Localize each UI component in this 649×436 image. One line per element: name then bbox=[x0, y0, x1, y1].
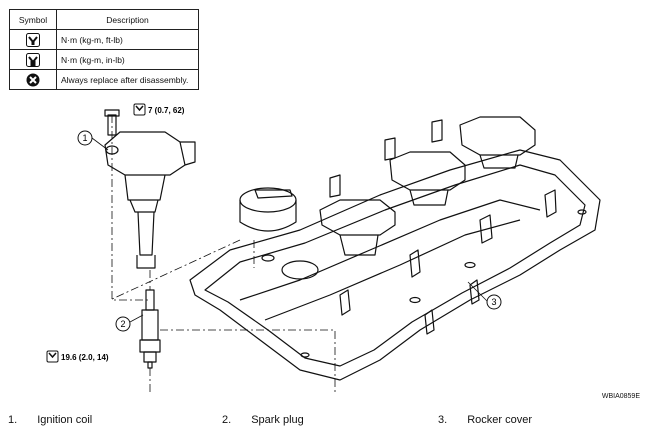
rocker-cover-drawing bbox=[189, 149, 601, 381]
legend-header-row: Symbol Description bbox=[9, 9, 199, 30]
alignment-lines bbox=[109, 115, 336, 395]
callout-2: 2 bbox=[115, 316, 131, 332]
legend-row: N·m (kg-m, in-lb) bbox=[9, 49, 199, 70]
callout-1: 1 bbox=[77, 130, 93, 146]
spark-plug-drawing bbox=[139, 289, 161, 369]
torque-top-label: 7 (0.7, 62) bbox=[148, 106, 185, 115]
callout-3-label: 3 bbox=[491, 297, 496, 307]
torque-wrench-icon bbox=[26, 32, 40, 47]
torque-spec-top: 7 (0.7, 62) bbox=[133, 103, 185, 116]
callout-3: 3 bbox=[486, 294, 502, 310]
caption-number: 2. bbox=[222, 414, 232, 426]
callout-2-label: 2 bbox=[120, 319, 125, 329]
installed-coils-drawing bbox=[319, 116, 536, 256]
caption-ignition-coil: 1. Ignition coil bbox=[8, 414, 92, 426]
leader-lines bbox=[91, 137, 489, 323]
figure-id: WBIA0859E bbox=[601, 393, 640, 400]
ignition-coil-drawing bbox=[104, 109, 196, 269]
caption-number: 3. bbox=[438, 414, 448, 426]
legend-description: Always replace after disassembly. bbox=[56, 69, 199, 90]
caption-label: Ignition coil bbox=[37, 414, 93, 426]
callout-1-label: 1 bbox=[82, 133, 87, 143]
caption-rocker-cover: 3. Rocker cover bbox=[438, 414, 532, 426]
caption-label: Rocker cover bbox=[467, 414, 532, 426]
torque-bottom-label: 19.6 (2.0, 14) bbox=[61, 353, 109, 362]
torque-wrench-inlb-icon bbox=[26, 52, 40, 67]
torque-spec-bottom: 19.6 (2.0, 14) bbox=[46, 350, 109, 363]
caption-label: Spark plug bbox=[251, 414, 304, 426]
symbol-legend-table: Symbol Description N·m (kg-m, ft-lb) N·m… bbox=[9, 9, 199, 90]
oil-filler-cap-drawing bbox=[239, 187, 297, 232]
legend-row: N·m (kg-m, ft-lb) bbox=[9, 29, 199, 50]
legend-row: Always replace after disassembly. bbox=[9, 69, 199, 90]
caption-spark-plug: 2. Spark plug bbox=[222, 414, 304, 426]
replace-x-icon bbox=[26, 73, 40, 86]
caption-number: 1. bbox=[8, 414, 18, 426]
